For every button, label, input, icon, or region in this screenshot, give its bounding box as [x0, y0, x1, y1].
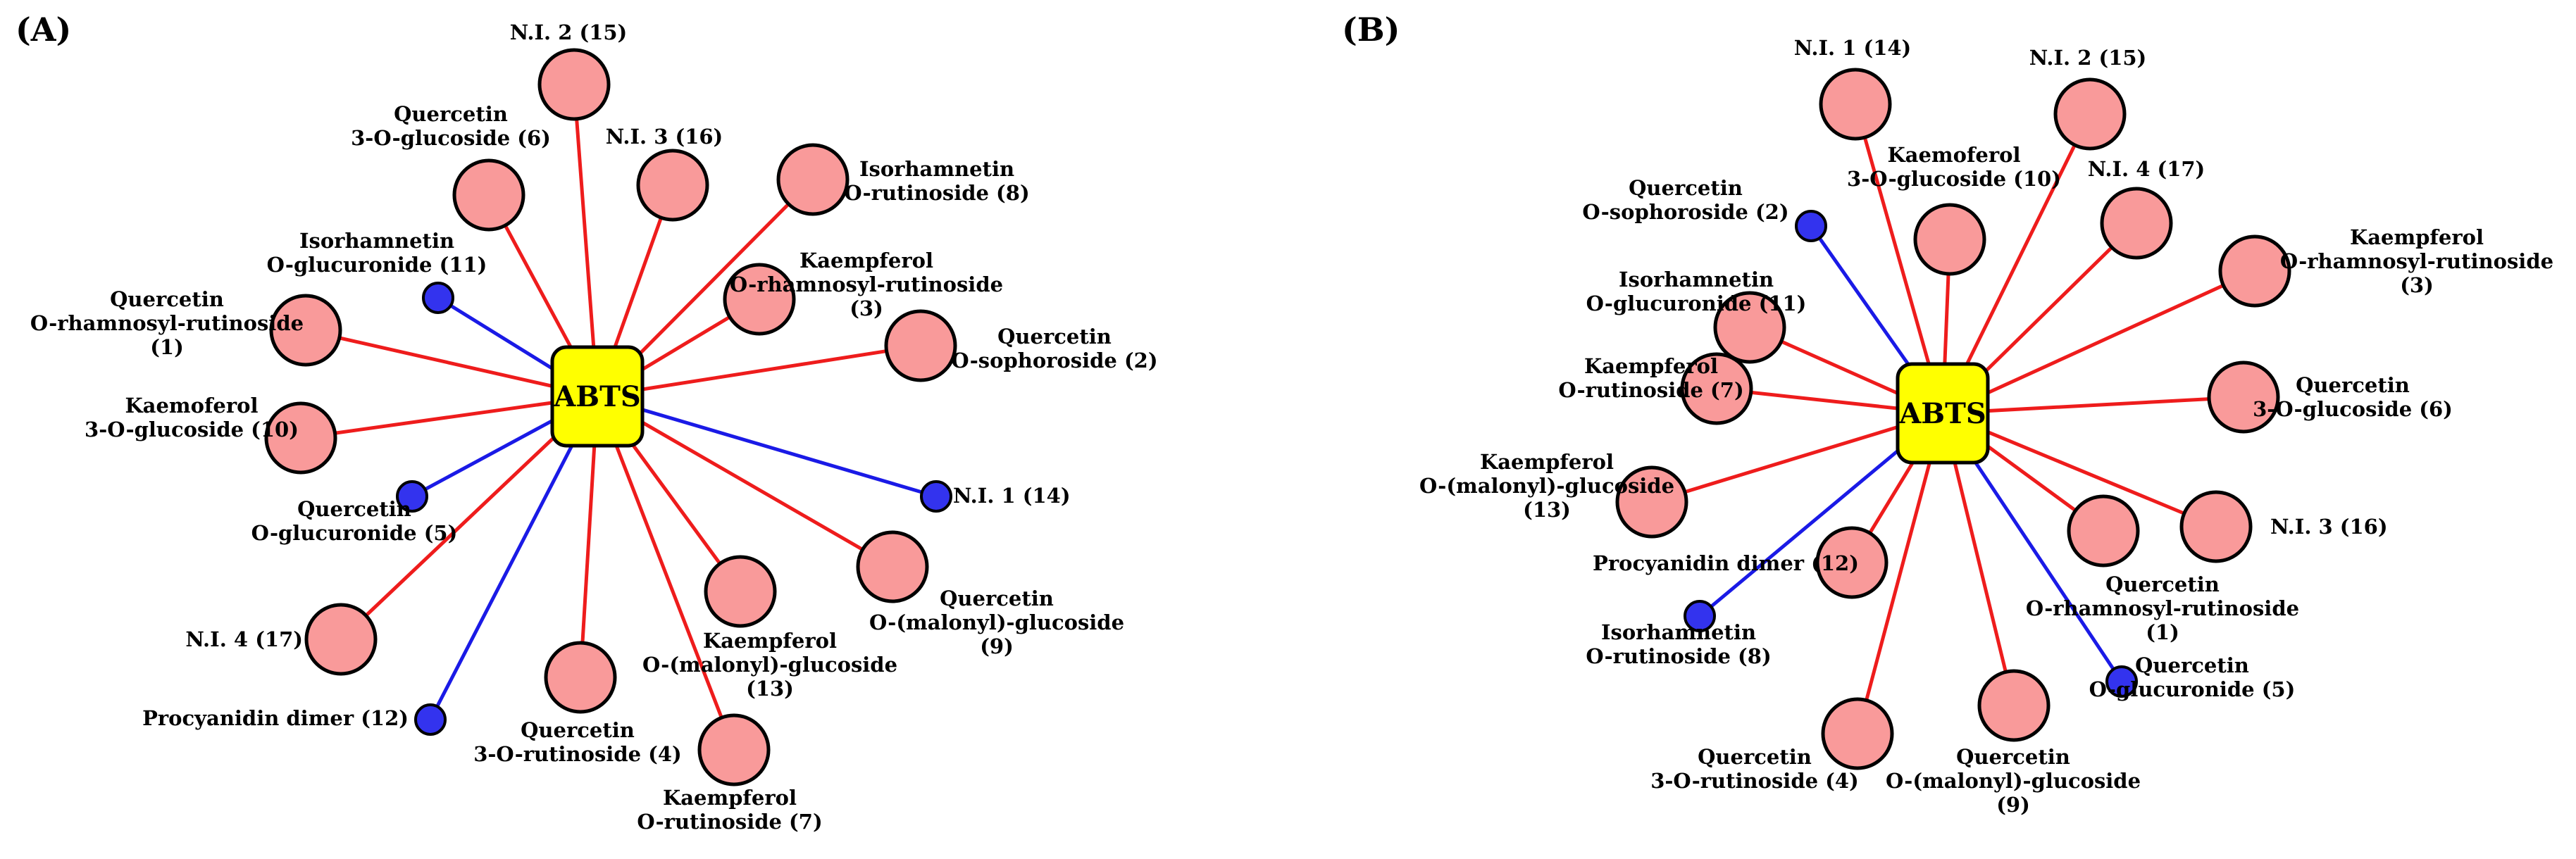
hub-label: ABTS [553, 380, 641, 413]
edge [1941, 269, 2256, 415]
edge [428, 395, 599, 721]
compound-node [1821, 697, 1894, 770]
compound-node [697, 713, 771, 786]
compound-node [2105, 665, 2138, 698]
hub-label: ABTS [1898, 397, 1986, 430]
node-label: N.I. 4 (17) [185, 627, 303, 651]
compound-node [2179, 490, 2253, 563]
node-label: N.I. 1 (14) [1794, 36, 1912, 60]
compound-node [2100, 187, 2173, 260]
compound-node [704, 555, 777, 628]
edge [300, 394, 598, 440]
edge [597, 344, 921, 399]
compound-node [856, 530, 929, 603]
edge [572, 84, 599, 397]
compound-node [1615, 465, 1688, 539]
compound-node [636, 149, 709, 222]
compound-node [1795, 210, 1827, 242]
compound-node [537, 48, 611, 121]
node-label: N.I. 4 (17) [2088, 157, 2205, 181]
compound-node [452, 158, 525, 232]
node-label: N.I. 2 (15) [2029, 46, 2147, 70]
panel-a-label: (A) [15, 11, 71, 49]
compound-node [269, 294, 342, 367]
compound-node [1913, 203, 1986, 276]
node-label: N.I. 2 (15) [510, 20, 628, 44]
edge [305, 328, 598, 399]
edge [1855, 413, 1945, 734]
edge [596, 394, 894, 569]
edge [1942, 395, 2244, 415]
edge [1651, 411, 1943, 504]
compound-node [884, 309, 957, 382]
node-label: Procyanidin dimer (12) [142, 706, 409, 730]
compound-node [1819, 68, 1892, 141]
node-label: N.I. 3 (16) [2270, 515, 2388, 539]
compound-node [920, 480, 952, 513]
hub-node [1896, 362, 1990, 465]
compound-node [2218, 234, 2291, 308]
compound-node [414, 703, 447, 736]
compound-node [264, 401, 337, 475]
compound-node [723, 263, 796, 336]
edge [1853, 104, 1945, 414]
compound-node [2053, 77, 2127, 151]
node-label: N.I. 3 (16) [606, 125, 723, 149]
compound-node [2067, 494, 2140, 568]
edge [595, 396, 736, 751]
node-label: Procyanidin dimer (12) [1593, 551, 1859, 575]
node-label: N.I. 1 (14) [953, 484, 1071, 508]
compound-node [1713, 291, 1786, 364]
compound-node [2207, 360, 2280, 434]
compound-node [544, 641, 617, 714]
compound-node [1815, 526, 1889, 599]
panel-b-label: (B) [1342, 11, 1400, 49]
hub-node [550, 345, 645, 448]
edge [597, 394, 937, 499]
compound-node [422, 282, 454, 314]
compound-node [1684, 600, 1716, 632]
compound-node [1680, 352, 1753, 425]
compound-node [396, 480, 428, 513]
compound-node [1977, 669, 2051, 742]
compound-node [304, 603, 378, 676]
compound-node [776, 143, 850, 216]
